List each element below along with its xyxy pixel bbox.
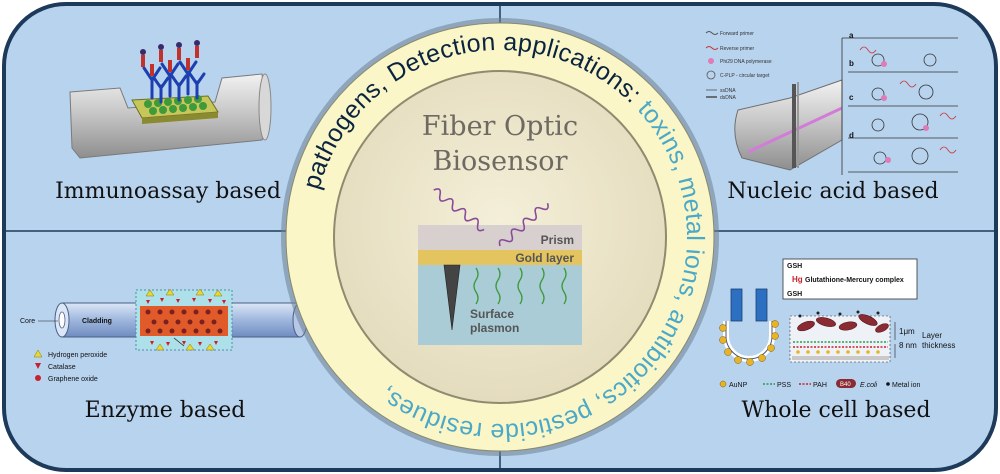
thickness-1um: 1μm (899, 327, 915, 336)
legend-catalase: Catalase (48, 364, 76, 371)
prism-label: Prism (541, 233, 574, 247)
enzyme-fiber (54, 288, 308, 351)
legend-ssdna: ssDNA (720, 88, 736, 94)
rca-panels (841, 37, 958, 175)
incident-light (433, 188, 485, 232)
spr-illustration: Prism Gold layer Surface plasmon (418, 188, 582, 345)
legend-pss: PSS (777, 382, 791, 389)
center-badge: pathogens, Detection applications: toxin… (281, 18, 719, 456)
thickness-8nm: 8 nm (899, 341, 917, 350)
sensing-layers (789, 310, 896, 363)
panel-letters: a b c d (849, 31, 854, 140)
gsh-bottom: GSH (787, 291, 802, 298)
u-bent-fiber (719, 288, 779, 366)
legend-pah: PAH (813, 382, 827, 389)
immunoassay-fiber-illustration (69, 40, 272, 159)
enzyme-label: Enzyme based (85, 398, 246, 423)
plasmon-field (444, 265, 460, 330)
legend-circular-target: C-PLP - circular target (720, 73, 770, 79)
whole-cell-label: Whole cell based (741, 398, 930, 423)
legend-dsdna: dsDNA (720, 95, 737, 101)
thickness-label: thickness (922, 341, 955, 350)
legend-hydrogen-peroxide: Hydrogen peroxide (48, 352, 107, 359)
gsh-complex-box: GSH Hg Glutathione-Mercury complex GSH (782, 258, 918, 300)
legend-graphene-oxide: Graphene oxide (48, 376, 98, 383)
hg-label: Hg (792, 275, 803, 284)
complex-label: Glutathione-Mercury complex (805, 277, 904, 284)
panel-letter-d: d (849, 131, 854, 140)
nucleic-acid-quadrant: Forward primer Reverse primer Phi29 DNA … (705, 31, 958, 204)
panel-letter-a: a (849, 31, 854, 40)
gold-layer (418, 250, 582, 265)
gsh-top: GSH (787, 263, 802, 270)
whole-cell-legend: AuNP PSS PAH B40 E.coli Metal ion (719, 379, 921, 389)
gold-layer-label: Gold layer (515, 251, 574, 265)
sample-layer (418, 265, 582, 345)
panel-letter-b: b (849, 59, 854, 68)
legend-aunp: AuNP (729, 382, 748, 389)
ecoli-badge: B40 (840, 382, 851, 388)
legend-ecoli: E.coli (860, 382, 878, 389)
panel-letter-c: c (849, 93, 854, 102)
center-title-line2: Biosensor (433, 146, 568, 177)
surface-plasmon-line1: Surface (470, 307, 514, 321)
enzyme-legend: Hydrogen peroxide Catalase Graphene oxid… (33, 349, 107, 383)
reflected-light (498, 202, 549, 247)
cladding-label: Cladding (82, 318, 112, 325)
layer-label: Layer (922, 331, 942, 340)
legend-metal-ion: Metal ion (892, 382, 921, 389)
core-label: Core (20, 318, 35, 325)
legend-reverse-primer: Reverse primer (720, 46, 755, 52)
surface-plasmon-line2: plasmon (470, 321, 519, 335)
center-title-line1: Fiber Optic (422, 111, 578, 142)
whole-cell-quadrant: GSH Hg Glutathione-Mercury complex GSH (719, 258, 955, 423)
immunoassay-label: Immunoassay based (55, 179, 281, 204)
immunoassay-quadrant: Immunoassay based (55, 40, 281, 204)
nucleic-acid-label: Nucleic acid based (727, 179, 938, 204)
enzyme-quadrant: Core Cladding Hydrogen peroxide Catalase… (20, 288, 308, 423)
legend-forward-primer: Forward primer (720, 31, 754, 37)
legend-polymerase: Phi29 DNA polymerase (720, 59, 772, 65)
nucleic-acid-legend: Forward primer Reverse primer Phi29 DNA … (705, 31, 772, 101)
